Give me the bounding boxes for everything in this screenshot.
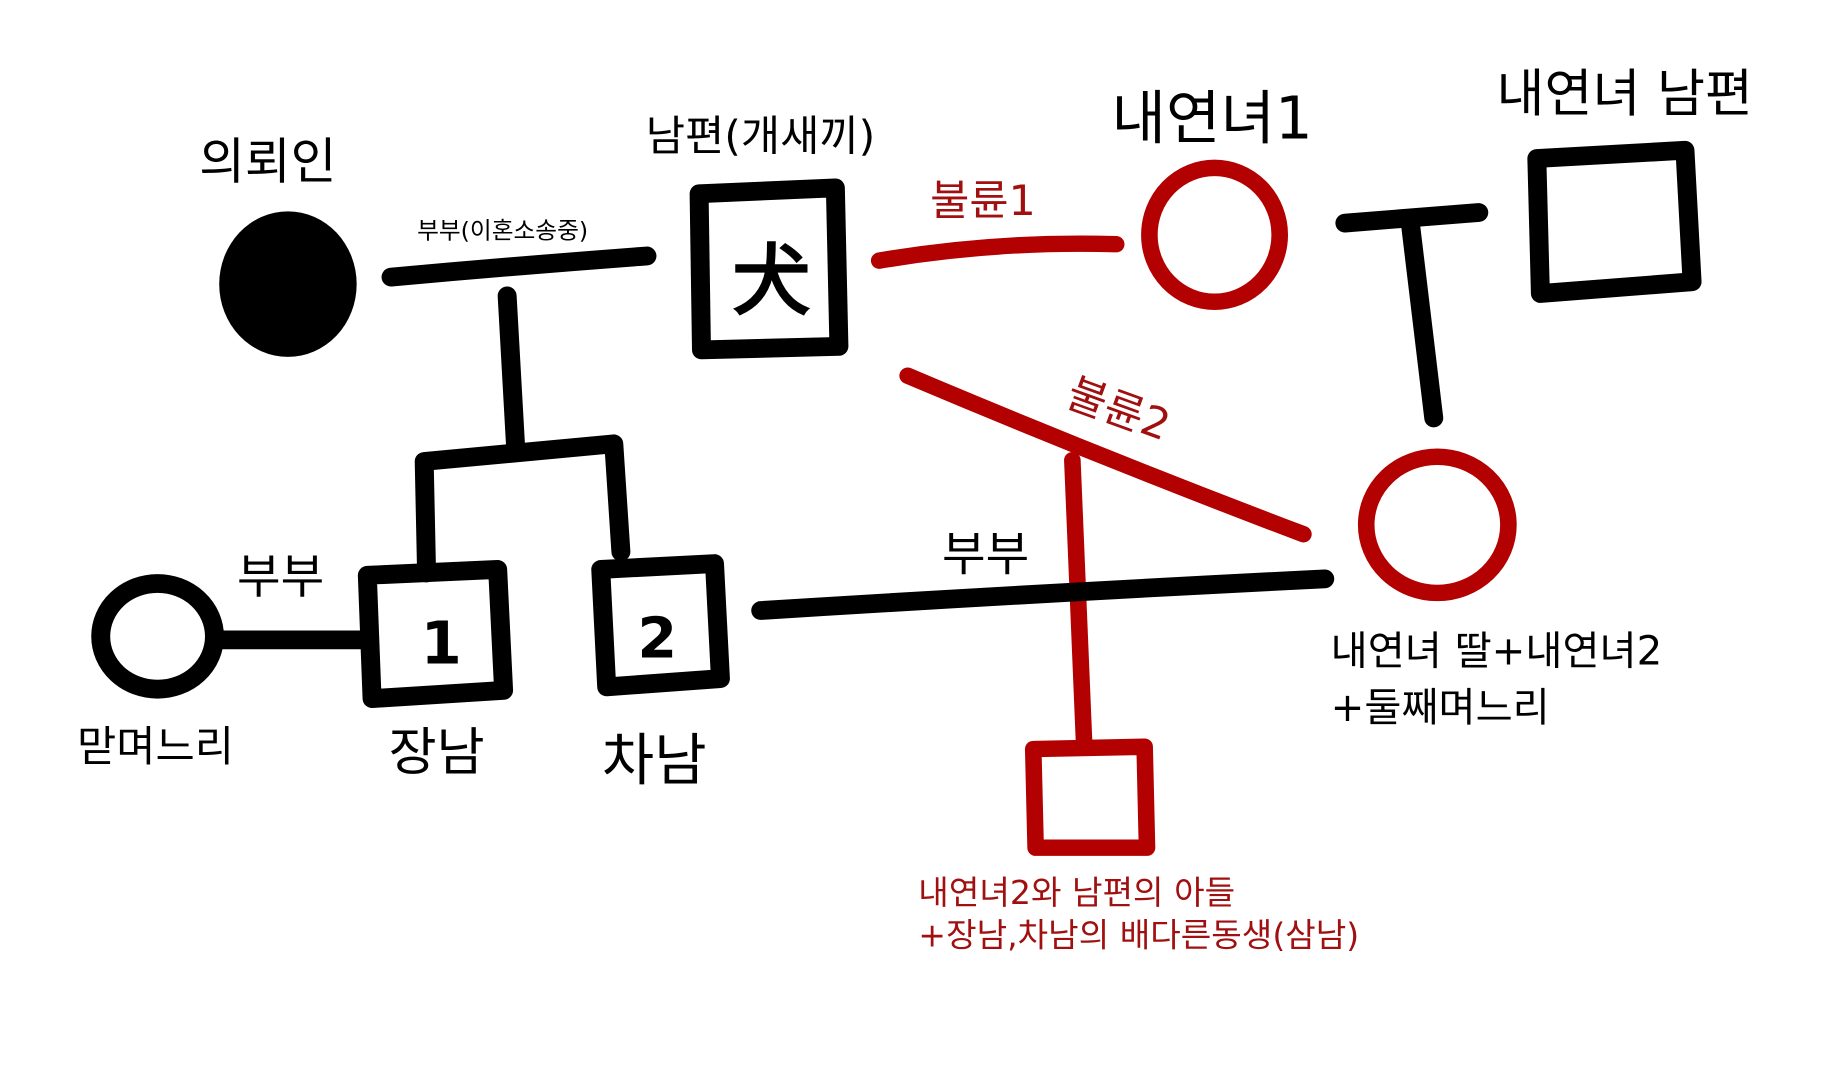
mistress1-node [1141,159,1289,310]
mistress2-node [1357,448,1517,602]
mistress2-label-line2: +둘째며느리 [1331,685,1550,731]
affair1-line [870,235,1125,269]
children-descent-line [497,286,525,454]
husband-symbol: 犬 [732,237,810,327]
son2-node [591,554,730,697]
affair1-label: 불륜1 [930,177,1036,226]
mistress2-descent-line [1400,211,1444,428]
mistress1-label: 내연녀1 [1111,84,1312,153]
mistress-husband-node [1527,140,1702,303]
son1-label: 장남 [389,723,485,783]
client-husband-marriage-line [381,246,657,287]
son2-label: 차남 [602,728,707,794]
son2-marriage-label: 부부 [942,528,1029,583]
affair2-line [899,367,1312,543]
eldest-daughter-in-law-node [91,574,224,699]
children-sibling-line [414,434,631,583]
son2-marriage-line [751,569,1335,620]
third-son-label-line1: 내연녀2와 남편의 아들 [918,873,1235,912]
eldest-daughter-in-law-label: 맏며느리 [77,723,234,772]
third-son-descent-line [1064,452,1093,754]
husband-node [689,178,849,360]
husband-label: 남편(개새끼) [646,112,875,161]
client-label: 의뢰인 [199,133,336,191]
son1-node [357,560,514,708]
son1-marriage-label: 부부 [237,550,324,605]
son1-number: 1 [421,609,462,678]
mistress2-label-line1: 내연녀 딸+내연녀2 [1331,629,1663,675]
son2-number: 2 [637,606,677,672]
third-son-node [1024,738,1156,856]
client-husband-relation-label: 부부(이혼소송중) [417,216,588,244]
mistress-husband-label: 내연녀 남편 [1497,65,1753,125]
third-son-label-line2: +장남,차남의 배다른동생(삼남) [918,915,1359,954]
client-node [219,211,357,357]
